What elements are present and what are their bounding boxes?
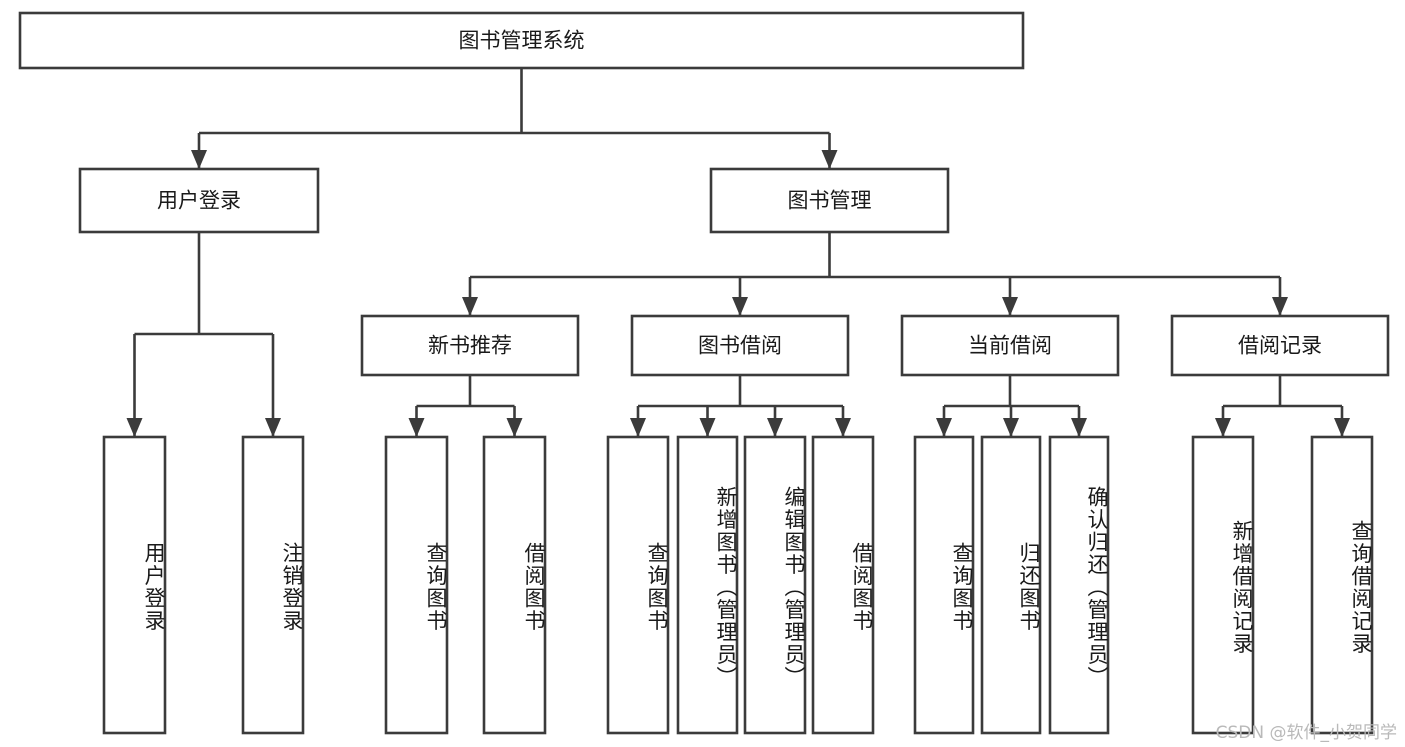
arrow-head-icon <box>408 418 425 437</box>
node-box-leaf-user-login[interactable] <box>102 435 167 735</box>
node-box-layer <box>18 11 1390 735</box>
node-box-leaf-query-book-3[interactable] <box>913 435 975 735</box>
node-box-root[interactable] <box>18 11 1025 70</box>
node-label-book-manage: 图书管理 <box>788 189 872 213</box>
node-box-leaf-return-book[interactable] <box>980 435 1042 735</box>
node-box-current-borrow[interactable] <box>900 314 1120 377</box>
node-label-root: 图书管理系统 <box>459 29 585 53</box>
arrow-head-icon <box>699 418 716 437</box>
node-box-leaf-borrow-book-1[interactable] <box>482 435 547 735</box>
arrow-head-icon <box>126 418 143 437</box>
node-box-leaf-borrow-book-2[interactable] <box>811 435 875 735</box>
node-box-leaf-add-record[interactable] <box>1191 435 1255 735</box>
arrow-head-icon <box>1002 297 1018 316</box>
arrow-head-icon <box>835 418 851 437</box>
arrow-head-icon <box>191 150 207 169</box>
csdn-watermark: CSDN @软件_小贺同学 <box>1215 723 1397 743</box>
node-box-borrow-record[interactable] <box>1170 314 1390 377</box>
node-label-borrow-record: 借阅记录 <box>1238 334 1322 358</box>
node-box-leaf-query-book-2[interactable] <box>606 435 670 735</box>
node-box-leaf-logout[interactable] <box>241 435 305 735</box>
node-label-book-borrow: 图书借阅 <box>698 334 782 358</box>
node-label-new-book-rec: 新书推荐 <box>428 334 512 358</box>
node-box-book-manage[interactable] <box>709 167 950 234</box>
arrow-head-icon <box>821 150 838 169</box>
node-box-leaf-edit-book[interactable] <box>743 435 807 735</box>
node-box-leaf-query-book-1[interactable] <box>384 435 449 735</box>
arrow-head-icon <box>767 418 783 437</box>
node-box-new-book-rec[interactable] <box>360 314 580 377</box>
node-box-book-borrow[interactable] <box>630 314 850 377</box>
node-label-user-login: 用户登录 <box>157 189 241 213</box>
node-box-leaf-confirm-return[interactable] <box>1048 435 1110 735</box>
node-box-leaf-query-record[interactable] <box>1310 435 1374 735</box>
arrow-head-icon <box>732 297 748 316</box>
arrow-head-icon <box>265 418 281 437</box>
arrow-head-icon <box>1071 418 1087 437</box>
node-box-user-login[interactable] <box>78 167 320 234</box>
connector-layer <box>126 68 1350 437</box>
arrow-head-icon <box>1272 297 1288 316</box>
arrow-head-icon <box>630 418 646 437</box>
node-label-current-borrow: 当前借阅 <box>968 334 1052 358</box>
arrow-head-icon <box>1334 418 1350 437</box>
arrow-head-icon <box>1215 418 1231 437</box>
arrow-head-icon <box>936 418 952 437</box>
arrow-head-icon <box>1003 418 1019 437</box>
arrow-head-icon <box>506 418 523 437</box>
arrow-head-icon <box>462 297 478 316</box>
node-box-leaf-add-book[interactable] <box>676 435 739 735</box>
